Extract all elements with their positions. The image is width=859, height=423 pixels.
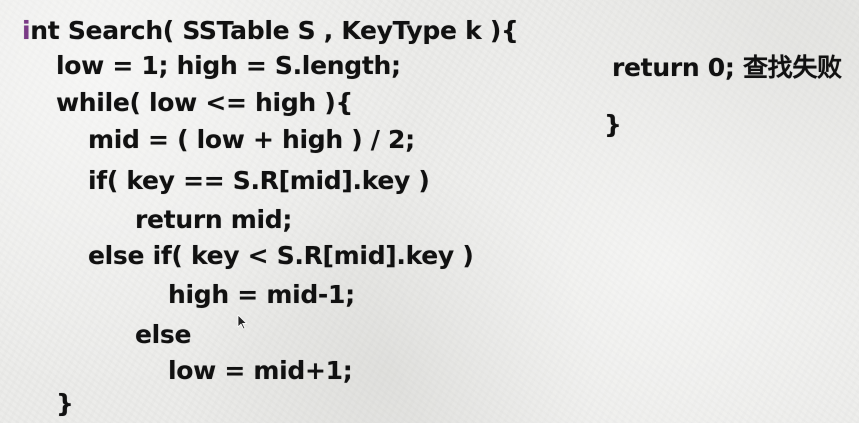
code-line-if: if( key == S.R[mid].key ) [88, 166, 430, 195]
mouse-pointer-icon [237, 314, 247, 330]
code-line-mid: mid = ( low + high ) / 2; [88, 125, 415, 154]
code-line-init: low = 1; high = S.length; [56, 51, 401, 80]
code-line-low-assign: low = mid+1; [168, 356, 353, 385]
code-line-return-zero: return 0; 查找失败 [612, 53, 842, 82]
signature-rest: nt Search( SSTable S , KeyType k ){ [30, 16, 519, 45]
function-signature: int Search( SSTable S , KeyType k ){ [22, 16, 519, 46]
code-line-else: else [135, 320, 192, 349]
code-line-close-while: } [56, 389, 74, 418]
code-line-while: while( low <= high ){ [56, 88, 353, 117]
signature-first-char: i [22, 16, 31, 45]
code-line-close-func: } [604, 110, 622, 139]
code-line-return-mid: return mid; [135, 205, 293, 234]
code-line-else-if: else if( key < S.R[mid].key ) [88, 241, 474, 270]
code-line-high-assign: high = mid-1; [168, 280, 355, 309]
